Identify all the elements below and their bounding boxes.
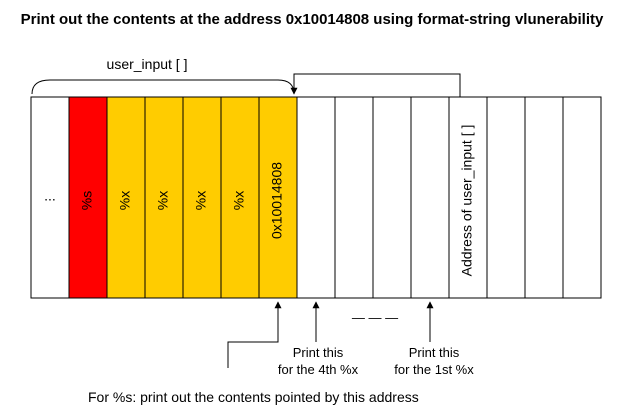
buffer-label: user_input [ ] (107, 56, 188, 72)
first-x-label-line1: Print this (409, 345, 460, 360)
memory-cell (410, 96, 450, 299)
ellipsis-dashes: — — — (352, 310, 398, 325)
fourth-x-label-line2: for the 4th %x (278, 362, 359, 377)
memory-cell (524, 96, 564, 299)
memory-cell-label: 0x10014808 (269, 162, 285, 239)
buffer-brace (31, 79, 295, 95)
memory-cell (68, 96, 108, 299)
first-x-label-line2: for the 1st %x (394, 362, 474, 377)
diagram-title: Print out the contents at the address 0x… (21, 11, 604, 28)
return-address-arrow (290, 73, 461, 97)
memory-cells: ... %s %x %x %x %x 0x10014808 Address of user_i… (30, 96, 602, 299)
memory-cell-label: %x (117, 191, 133, 210)
memory-cell (448, 96, 488, 299)
memory-cell (182, 96, 222, 299)
memory-cell (562, 96, 602, 299)
memory-cell (296, 96, 336, 299)
memory-cell (486, 96, 526, 299)
memory-cell-label: %x (231, 191, 247, 210)
memory-cell (372, 96, 412, 299)
memory-cell (258, 96, 298, 299)
memory-cell-label: ... (44, 188, 56, 204)
fourth-x-label-line1: Print this (293, 345, 344, 360)
percent-s-pointer-arrow (227, 301, 282, 368)
memory-cell (30, 96, 70, 299)
memory-cell-label: Address of user_input [ ] (459, 125, 475, 277)
memory-cell (144, 96, 184, 299)
memory-cell (220, 96, 260, 299)
memory-cell-label: %x (193, 191, 209, 210)
memory-cell-label: %x (155, 191, 171, 210)
memory-cell (106, 96, 146, 299)
memory-cell (334, 96, 374, 299)
footer-note: For %s: print out the contents pointed b… (88, 389, 419, 405)
memory-cell-label: %s (79, 191, 95, 210)
